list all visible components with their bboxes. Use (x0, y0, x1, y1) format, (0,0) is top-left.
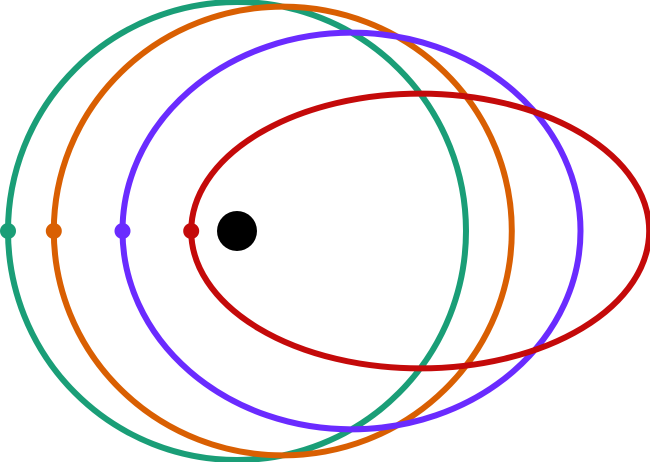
periapsis-dot-1 (45, 223, 62, 239)
periapsis-dot-0 (0, 223, 16, 239)
periapsis-markers (0, 223, 200, 239)
central-body (217, 211, 257, 251)
orbits-group (5, 0, 650, 462)
periapsis-dot-2 (114, 223, 131, 239)
periapsis-dot-3 (183, 223, 200, 239)
